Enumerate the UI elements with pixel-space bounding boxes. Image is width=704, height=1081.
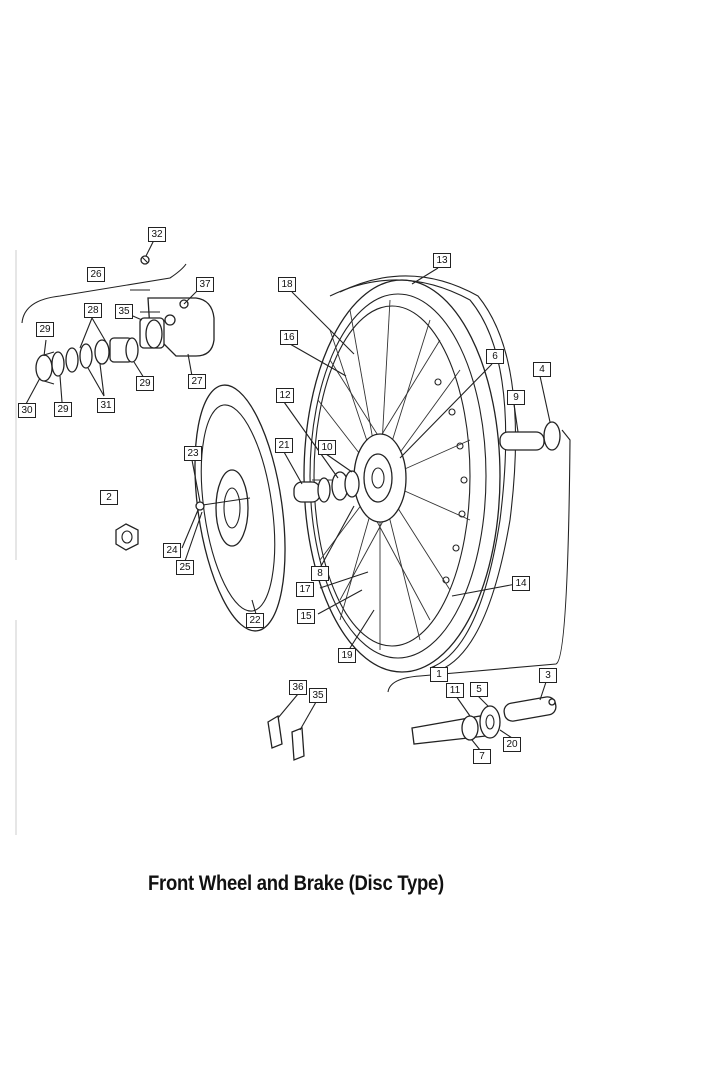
callout-11: 11 [446,683,464,698]
callout-34: 35 [115,304,133,319]
callout-25: 25 [176,560,194,575]
axle-nut [115,523,139,551]
callout-35: 37 [196,277,214,292]
callout-26: 26 [87,267,105,282]
caliper-bracket [21,263,187,324]
front-spindle [411,696,557,745]
callout-21: 21 [275,438,293,453]
callout-8: 8 [311,566,329,581]
callout-2: 2 [100,490,118,505]
callout-17: 17 [296,582,314,597]
piston-seal-set [35,337,139,385]
callout-1: 1 [430,667,448,682]
callout-30: 29 [36,322,54,337]
callout-23: 23 [184,446,202,461]
callout-18: 18 [278,277,296,292]
callout-29a: 29 [136,376,154,391]
callout-22: 22 [246,613,264,628]
callout-29b: 29 [54,402,72,417]
callout-28: 28 [84,303,102,318]
callout-10: 10 [318,440,336,455]
callout-14: 14 [512,576,530,591]
brake-caliper [130,289,215,357]
callout-33: 32 [148,227,166,242]
callout-37: 36 [289,680,307,695]
callout-36: 35 [309,688,327,703]
callout-15: 15 [297,609,315,624]
caliper-screw [140,255,150,265]
spindle-bracket [387,429,571,693]
spindle-spacer [499,421,561,451]
callout-13: 13 [433,253,451,268]
valve-caps [267,714,305,761]
callout-3: 3 [539,668,557,683]
callout-9: 9 [507,390,525,405]
callout-7: 7 [473,749,491,764]
callout-12: 12 [276,388,294,403]
wheel-hub [353,433,407,523]
callout-5: 5 [470,682,488,697]
callout-27: 27 [188,374,206,389]
hub-spacers [293,470,360,503]
brake-disc [194,384,286,632]
callout-4: 4 [533,362,551,377]
callout-32: 31 [97,398,115,413]
callout-20: 20 [503,737,521,752]
diagram-caption: Front Wheel and Brake (Disc Type) [148,872,444,895]
callout-31: 30 [18,403,36,418]
callout-24: 24 [163,543,181,558]
callout-6: 6 [486,349,504,364]
callout-19: 19 [338,648,356,663]
callout-16: 16 [280,330,298,345]
